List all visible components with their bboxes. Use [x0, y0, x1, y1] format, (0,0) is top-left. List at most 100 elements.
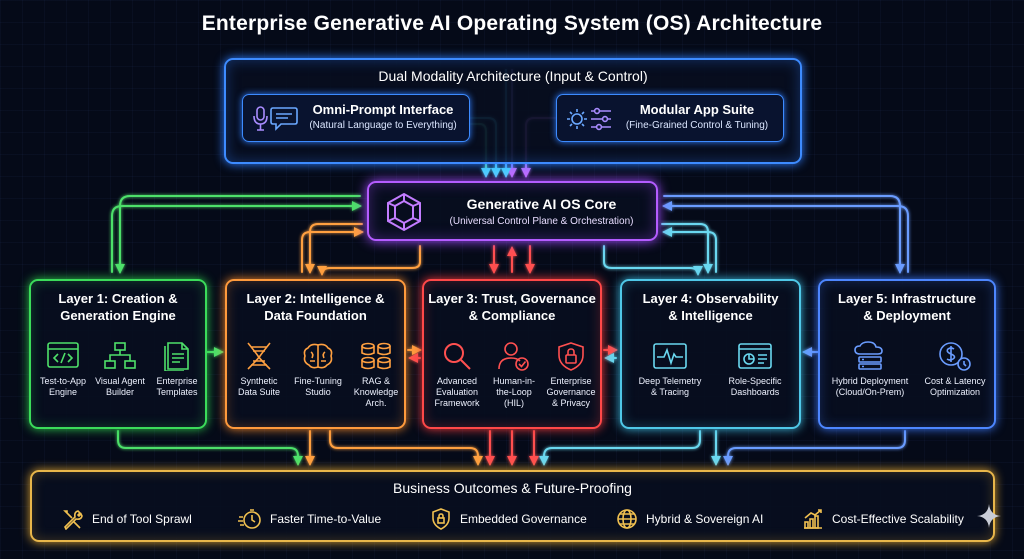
cost-latency-line-1: Cost & Latency	[924, 376, 986, 386]
visual-agent-line-2: Builder	[105, 387, 134, 397]
omni-prompt-title: Omni-Prompt Interface	[312, 102, 454, 117]
governance-line-3: & Privacy	[551, 398, 590, 408]
dashboards-line-2: Dashboards	[730, 387, 780, 397]
outcome-label-1: End of Tool Sprawl	[92, 512, 192, 526]
business-outcomes-panel: Business Outcomes & Future-Proofing End …	[30, 470, 995, 542]
evaluation-line-2: Evaluation	[435, 387, 479, 397]
page-title: Enterprise Generative AI Operating Syste…	[201, 12, 823, 35]
outcome-end-of-tool-sprawl[interactable]: End of Tool Sprawl	[62, 508, 192, 530]
dna-icon	[247, 342, 271, 370]
layer-2-intelligence-data[interactable]: Layer 2: Intelligence &Data Foundation S…	[225, 279, 406, 429]
shield-lock-icon	[558, 342, 584, 371]
cloud-server-icon	[854, 341, 883, 370]
rag-line-3: Arch.	[365, 398, 387, 408]
lock-shield-icon	[432, 508, 450, 530]
governance-line-2: Governance	[546, 387, 596, 397]
telemetry-line-1: Deep Telemetry	[638, 376, 702, 386]
fine-tuning-line-2: Studio	[305, 387, 331, 397]
visual-agent-line-1: Visual Agent	[95, 376, 145, 386]
layer-3-trust-governance[interactable]: Layer 3: Trust, Governance & Compliance A…	[422, 279, 602, 429]
fine-tuning-line-1: Fine-Tuning	[294, 376, 342, 386]
globe-icon	[617, 509, 637, 529]
modular-app-suite-box[interactable]: Modular App Suite (Fine-Grained Control …	[556, 94, 784, 142]
test-to-app-line-1: Test-to-App	[39, 376, 87, 386]
dashboard-icon	[738, 343, 772, 369]
hybrid-deployment-line-1: Hybrid Deployment	[831, 376, 909, 386]
outcome-hybrid-sovereign-ai[interactable]: Hybrid & Sovereign AI	[616, 508, 763, 530]
dual-modality-title: Dual Modality Architecture (Input & Cont…	[378, 68, 648, 84]
modular-app-title: Modular App Suite	[639, 102, 755, 117]
cost-latency-line-2: Optimization	[929, 387, 981, 397]
omni-prompt-interface-box[interactable]: Omni-Prompt Interface (Natural Language …	[242, 94, 470, 142]
growth-chart-icon	[804, 509, 822, 529]
rag-line-2: Knowledge	[353, 387, 399, 397]
governance-line-1: Enterprise	[550, 376, 592, 386]
rag-line-1: RAG &	[361, 376, 390, 386]
document-stack-icon	[164, 342, 189, 371]
tools-icon	[63, 510, 83, 530]
synthetic-data-line-1: Synthetic	[240, 376, 278, 386]
microphone-chat-icon	[253, 106, 298, 131]
hexagon-knot-icon	[387, 192, 421, 232]
hybrid-deployment-item[interactable]: Hybrid Deployment(Cloud/On-Prem)	[824, 341, 916, 398]
evaluation-line-1: Advanced	[436, 376, 478, 386]
core-subtitle: (Universal Control Plane & Orchestration…	[449, 216, 634, 227]
user-check-icon	[498, 342, 529, 371]
omni-prompt-subtitle: (Natural Language to Everything)	[309, 120, 457, 131]
outcome-label-3: Embedded Governance	[460, 512, 587, 526]
hybrid-deployment-line-2: (Cloud/On-Prem)	[835, 387, 905, 397]
enterprise-templates-line-2: Templates	[156, 387, 198, 397]
layer-1-title-line-2: Generation Engine	[60, 308, 176, 323]
core-title: Generative AI OS Core	[466, 196, 617, 212]
dual-modality-panel: Dual Modality Architecture (Input & Cont…	[224, 58, 802, 164]
hil-line-1: Human-in-	[492, 376, 535, 386]
gear-sliders-icon	[567, 107, 611, 131]
stopwatch-icon	[238, 509, 261, 529]
layer-4-title-line-2: & Intelligence	[668, 308, 753, 323]
evaluation-line-3: Framework	[434, 398, 480, 408]
hil-line-2: the-Loop	[496, 387, 532, 397]
outcome-label-2: Faster Time-to-Value	[270, 512, 382, 526]
outcome-embedded-governance[interactable]: Embedded Governance	[430, 508, 587, 530]
generative-ai-os-core[interactable]: Generative AI OS Core (Universal Control…	[367, 181, 658, 241]
dollar-timer-icon	[939, 342, 971, 371]
test-to-app-line-2: Engine	[48, 387, 78, 397]
layer-3-title-line-1: Layer 3: Trust, Governance	[428, 291, 596, 306]
code-window-icon	[47, 342, 79, 368]
human-in-the-loop-item[interactable]: Human-in-the-Loop(HIL)	[486, 341, 542, 409]
dashboards-line-1: Role-Specific	[728, 376, 782, 386]
layer-1-creation-generation[interactable]: Layer 1: Creation &Generation Engine Tes…	[29, 279, 207, 429]
magnifier-icon	[444, 343, 471, 370]
brain-icon	[303, 343, 333, 369]
flowchart-icon	[104, 342, 136, 369]
hil-line-3: (HIL)	[504, 398, 524, 408]
layer-2-title-line-1: Layer 2: Intelligence &	[246, 291, 385, 306]
layer-4-observability[interactable]: Layer 4: Observability & Intelligence Dee…	[620, 279, 801, 429]
modular-app-subtitle: (Fine-Grained Control & Tuning)	[625, 120, 769, 131]
outcome-cost-effective-scalability[interactable]: Cost-Effective Scalability	[802, 508, 964, 530]
database-icon	[361, 342, 391, 370]
layer-3-title-line-2: & Compliance	[468, 308, 556, 323]
layer-4-title-line-1: Layer 4: Observability	[642, 291, 779, 306]
enterprise-templates-line-1: Enterprise	[156, 376, 198, 386]
deep-telemetry-item[interactable]: Deep Telemetry& Tracing	[628, 341, 712, 398]
layer-5-infrastructure[interactable]: Layer 5: Infrastructure & Deployment Hybr…	[818, 279, 996, 429]
telemetry-line-2: & Tracing	[650, 387, 690, 397]
pulse-monitor-icon	[653, 343, 687, 369]
synthetic-data-line-2: Data Suite	[237, 387, 281, 397]
layer-5-title-line-2: & Deployment	[863, 308, 951, 323]
outcome-label-5: Cost-Effective Scalability	[832, 512, 964, 526]
outcome-faster-time-to-value[interactable]: Faster Time-to-Value	[238, 508, 381, 530]
layer-5-title-line-1: Layer 5: Infrastructure	[838, 291, 976, 306]
